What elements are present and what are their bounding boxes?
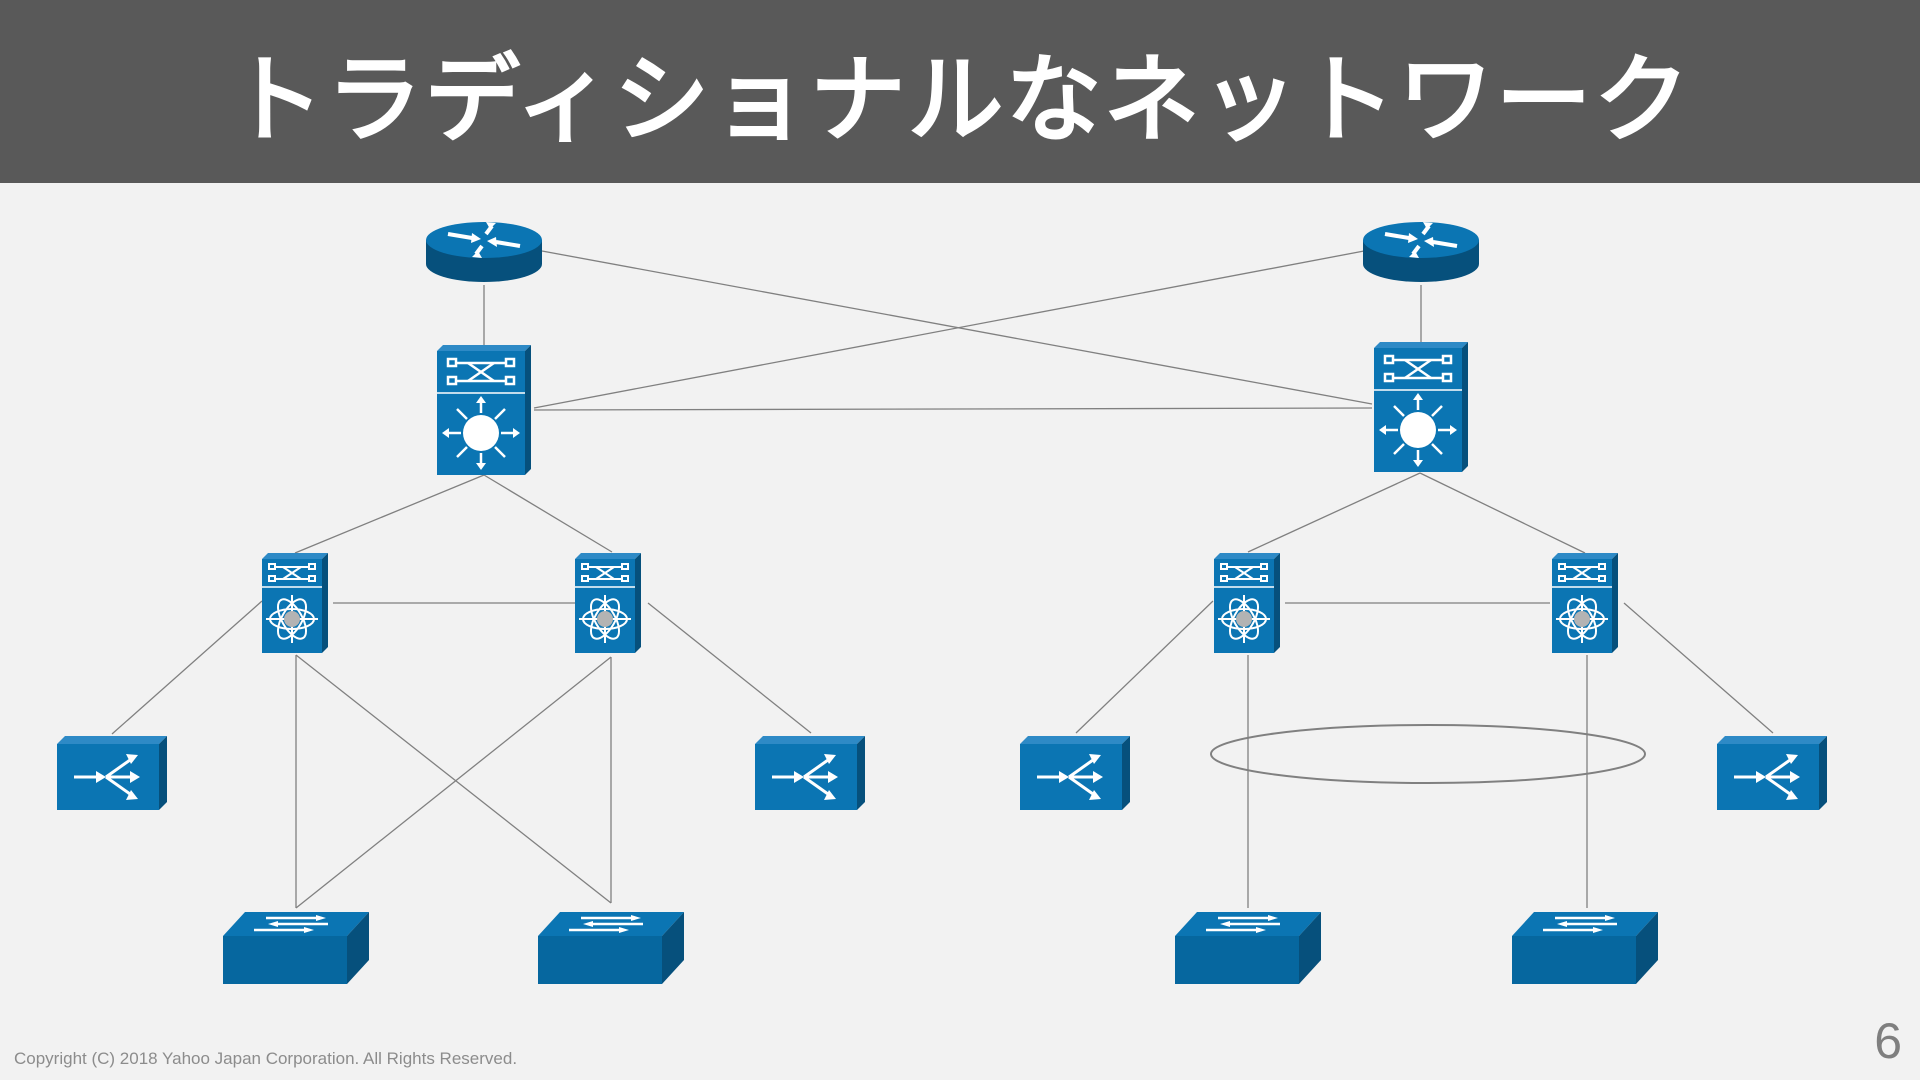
link-right-router-left-core [533,250,1365,409]
link-right-core-dist1 [1247,472,1421,553]
link-right-core-dist2 [1419,472,1586,554]
load-balancer-icon [55,734,169,812]
link-left-dist1-acc2 [295,654,612,904]
router-icon [1361,220,1481,284]
link-right-dist2-lb [1623,602,1774,734]
link-left-core-dist2 [483,474,613,553]
link-core-core [533,407,1373,411]
l3-core-switch-icon [1372,340,1470,474]
page-title: トラディショナルなネットワーク [228,44,1692,156]
link-right-dist1-lb [1075,600,1214,734]
link-left-dist2-lb [647,602,812,734]
load-balancer-icon [753,734,867,812]
multilayer-switch-icon [574,552,642,654]
title-bar: トラディショナルなネットワーク [0,0,1920,183]
workgroup-switch-icon [1173,910,1323,986]
page-number: 6 [1874,1013,1902,1069]
l3-core-switch-icon [435,343,533,477]
copyright-notice: Copyright (C) 2018 Yahoo Japan Corporati… [14,1049,518,1068]
multilayer-switch-icon [261,552,329,654]
workgroup-switch-icon [1510,910,1660,986]
multilayer-switch-icon [1551,552,1619,654]
link-left-core-dist1 [294,474,485,554]
link-left-dist2-acc1 [295,656,612,909]
router-icon [424,220,544,284]
links [111,250,1774,909]
load-balancer-icon [1715,734,1829,812]
load-balancer-icon [1018,734,1132,812]
workgroup-switch-icon [536,910,686,986]
workgroup-switch-icon [221,910,371,986]
link-left-dist1-lb [111,600,263,735]
multilayer-switch-icon [1213,552,1281,654]
ring-ellipse [1210,724,1646,784]
